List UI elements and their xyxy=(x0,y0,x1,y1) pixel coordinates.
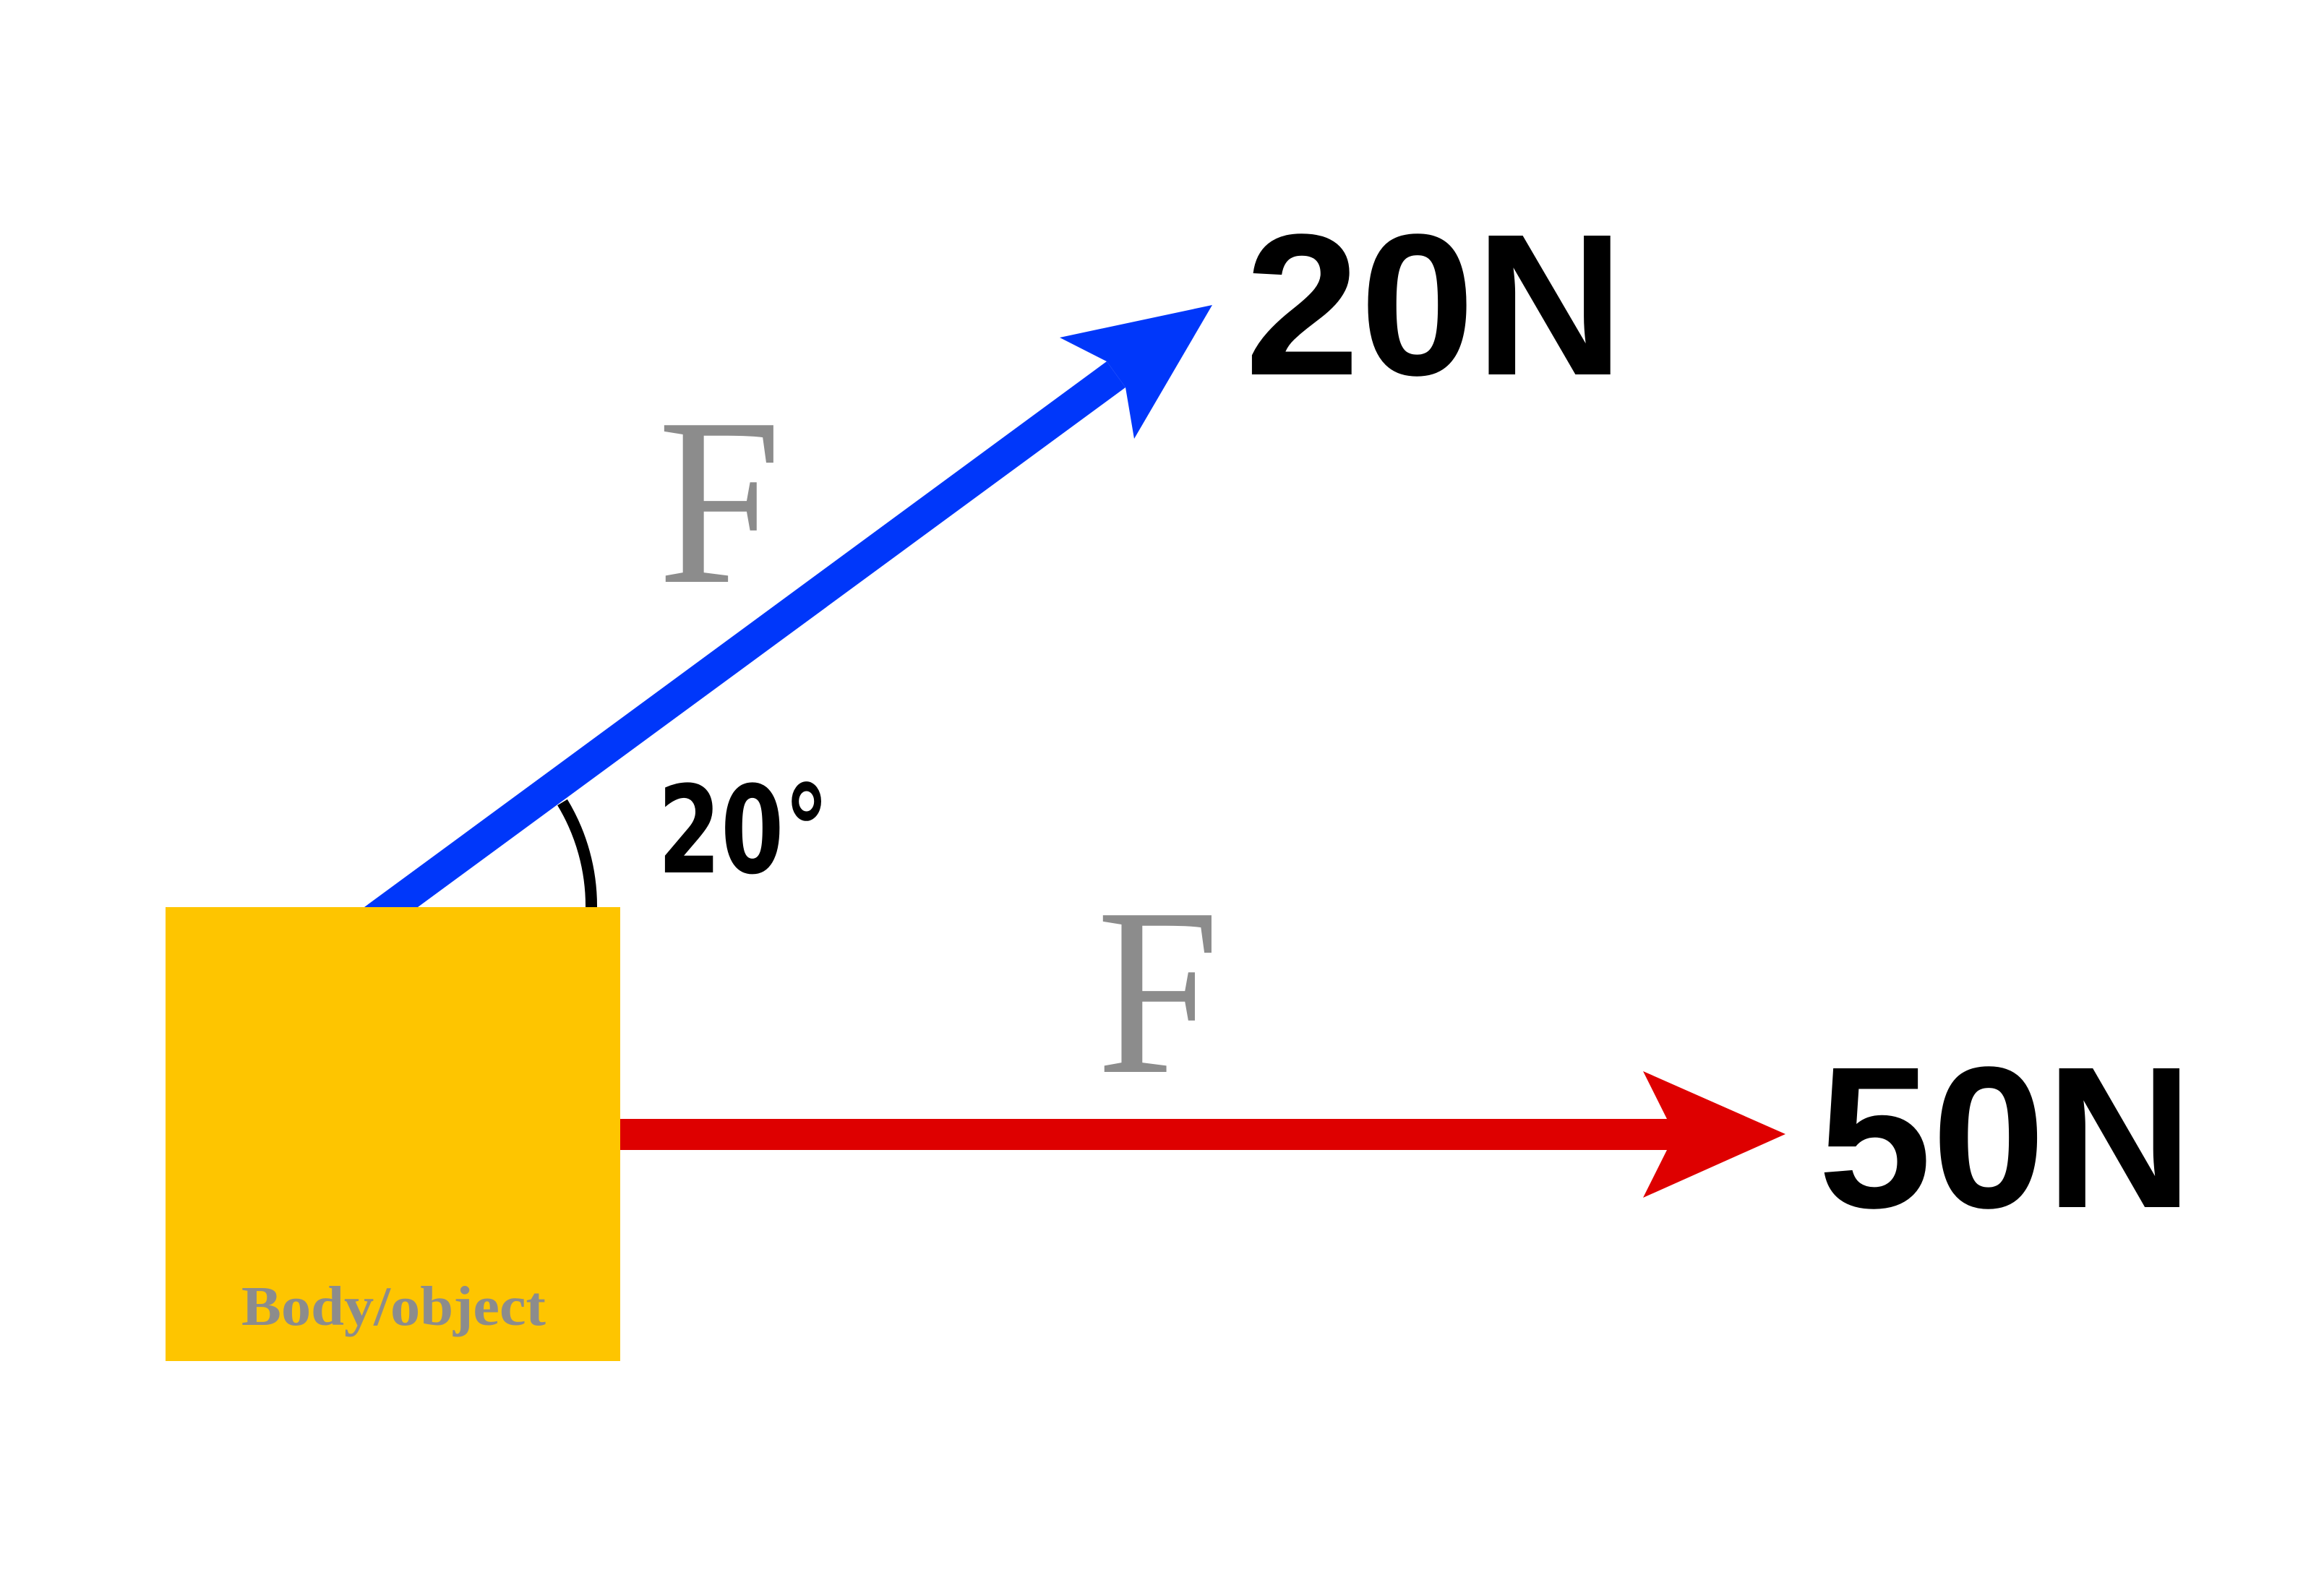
horizontal-force-symbol: F xyxy=(1097,859,1219,1124)
angle-arc xyxy=(557,799,598,908)
inclined-force-arrow xyxy=(364,305,1212,907)
inclined-force-shaft xyxy=(364,361,1125,907)
body-object-label: Body/object xyxy=(241,1275,546,1337)
horizontal-force-shaft xyxy=(620,1119,1668,1150)
body-object-box xyxy=(166,907,620,1361)
inclined-force-magnitude: 20N xyxy=(1245,192,1624,418)
inclined-force-symbol: F xyxy=(658,369,781,634)
horizontal-force-magnitude: 50N xyxy=(1818,1025,2193,1250)
horizontal-force-arrow xyxy=(620,1071,1785,1198)
angle-label: 20° xyxy=(658,760,829,901)
inclined-force-arrowhead-icon xyxy=(1060,305,1212,439)
horizontal-force-arrowhead-icon xyxy=(1643,1071,1785,1198)
